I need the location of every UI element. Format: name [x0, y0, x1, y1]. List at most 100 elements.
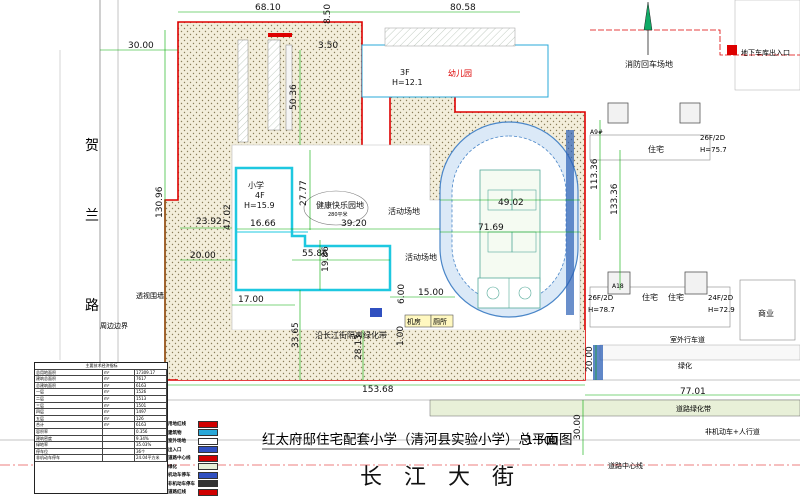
stats-cell [103, 442, 135, 448]
stats-cell: 17309.17 [135, 369, 167, 376]
dim-7169: 71.69 [478, 223, 504, 233]
road-west-char-3: 路 [85, 298, 99, 314]
res-bl-floors: 26F/2D [588, 294, 613, 302]
dim-350: 3.50 [318, 41, 338, 51]
garage-entry-marker [727, 45, 737, 55]
dim-1700: 17.00 [238, 295, 264, 305]
legend-item: 建筑物 [168, 429, 228, 438]
entrance-marker [268, 33, 292, 37]
stats-row: 绿地率 35.03% [35, 442, 167, 449]
road-greenbelt [429, 399, 800, 417]
plan-title: 红太府邸住宅配套小学（清河县实验小学）总平面图 [262, 432, 573, 448]
res-top-code: A9# [590, 129, 603, 136]
stats-cell [103, 455, 135, 461]
stats-cell: 一层 [35, 389, 103, 395]
kindergarten-floors: 3F [400, 68, 410, 77]
stats-cell [103, 428, 135, 435]
dim-3365: 33.65 [291, 322, 301, 348]
legend-item: 机动车停车 [168, 471, 228, 480]
legend-item: 绿化 [168, 463, 228, 472]
dim-2000: 20.00 [190, 251, 216, 261]
legend-swatch [198, 429, 218, 437]
stats-cell: 总建筑面积 [35, 382, 103, 389]
dim-2392: 23.92 [196, 217, 222, 227]
dim-5036: 50.36 [289, 84, 299, 110]
school-building [234, 166, 392, 292]
stats-cell: 9.34% [135, 435, 167, 442]
res-top-floors: 26F/2D [700, 134, 725, 142]
residential-area [589, 0, 800, 380]
dim-5586: 55.86 [302, 249, 328, 259]
greenbelt-label: 沿长江街隔声绿化带 [315, 330, 387, 340]
res-top-height: H=75.7 [700, 146, 727, 154]
stats-cell: 停车位 [35, 448, 103, 455]
non-motor-label: 非机动车+人行道 [705, 427, 760, 436]
legend-label: 机动车停车 [168, 473, 191, 479]
kindergarten-name: 幼儿园 [448, 68, 472, 78]
garden-area: 280平米 [328, 211, 348, 218]
legend-label: 绿化 [168, 464, 177, 470]
dim-100: 1.00 [396, 326, 406, 346]
stats-cell: 1497 [135, 409, 167, 415]
kindergarten-building [361, 44, 549, 98]
legend-item: 道路中心线 [168, 454, 228, 463]
dim-7701: 77.01 [680, 387, 706, 397]
school-name: 小学 [248, 180, 264, 190]
legend-label: 建筑物 [168, 430, 182, 436]
stats-cell: 建筑密度 [35, 435, 103, 442]
garden-name: 健康快乐园地 [316, 200, 364, 210]
dim-4702: 47.02 [223, 204, 233, 230]
dim-1500: 15.00 [418, 288, 444, 298]
road-south-name: 长 江 大 街 [360, 465, 514, 490]
legend-label: 室外场地 [168, 439, 186, 445]
kindergarten-height: H=12.1 [392, 78, 423, 87]
activity-area-1: 活动场地 [388, 206, 420, 216]
stats-cell: 建筑总面积 [35, 376, 103, 382]
dim-2813: 28.13 [354, 334, 364, 360]
commerce-label: 商业 [758, 308, 774, 318]
stats-cell: 绿地率 [35, 442, 103, 448]
road-west-char-1: 贺 [85, 138, 99, 154]
dim-1666: 16.66 [250, 219, 276, 229]
running-track [439, 121, 579, 318]
noise-greenbelt [178, 330, 585, 380]
res-bl-code: A18 [612, 283, 624, 290]
stats-cell: 24.04平方米 [135, 455, 167, 461]
legend-item: 用地红线 [168, 420, 228, 429]
north-arrow [643, 1, 653, 55]
stats-cell: 二层 [35, 395, 103, 402]
legend-label: 出入口 [168, 447, 182, 453]
stats-cell: 总用地面积 [35, 369, 103, 376]
stats-cell: m² [103, 395, 135, 402]
legend-label: 非机动车停车 [168, 481, 195, 487]
res-bl-height: H=78.7 [588, 306, 615, 314]
dim-3000: 30.00 [573, 414, 583, 440]
stats-cell: m² [103, 389, 135, 395]
legend-swatch [198, 471, 218, 479]
stats-row: 停车位 36个 [35, 448, 167, 456]
stats-cell: 36个 [135, 448, 167, 455]
dim-top-left: 68.10 [255, 3, 281, 13]
legend-item: 非机动车停车 [168, 480, 228, 489]
stats-cell: 35.03% [135, 442, 167, 448]
toilet-building [430, 314, 454, 328]
road-centerline-label: 道路中心线 [608, 461, 643, 470]
legend-swatch [198, 437, 218, 445]
dim-2000b: 20.00 [585, 346, 595, 372]
stats-header: 主要技术经济指标 [85, 363, 118, 368]
stats-cell: 三层 [35, 402, 103, 409]
dim-left-offset: 30.00 [128, 41, 154, 51]
stats-cell: 6163 [135, 382, 167, 389]
legend-item: 道路红线 [168, 488, 228, 497]
dim-13336: 133.36 [610, 183, 620, 215]
dim-top-mid: 8.50 [323, 4, 333, 24]
